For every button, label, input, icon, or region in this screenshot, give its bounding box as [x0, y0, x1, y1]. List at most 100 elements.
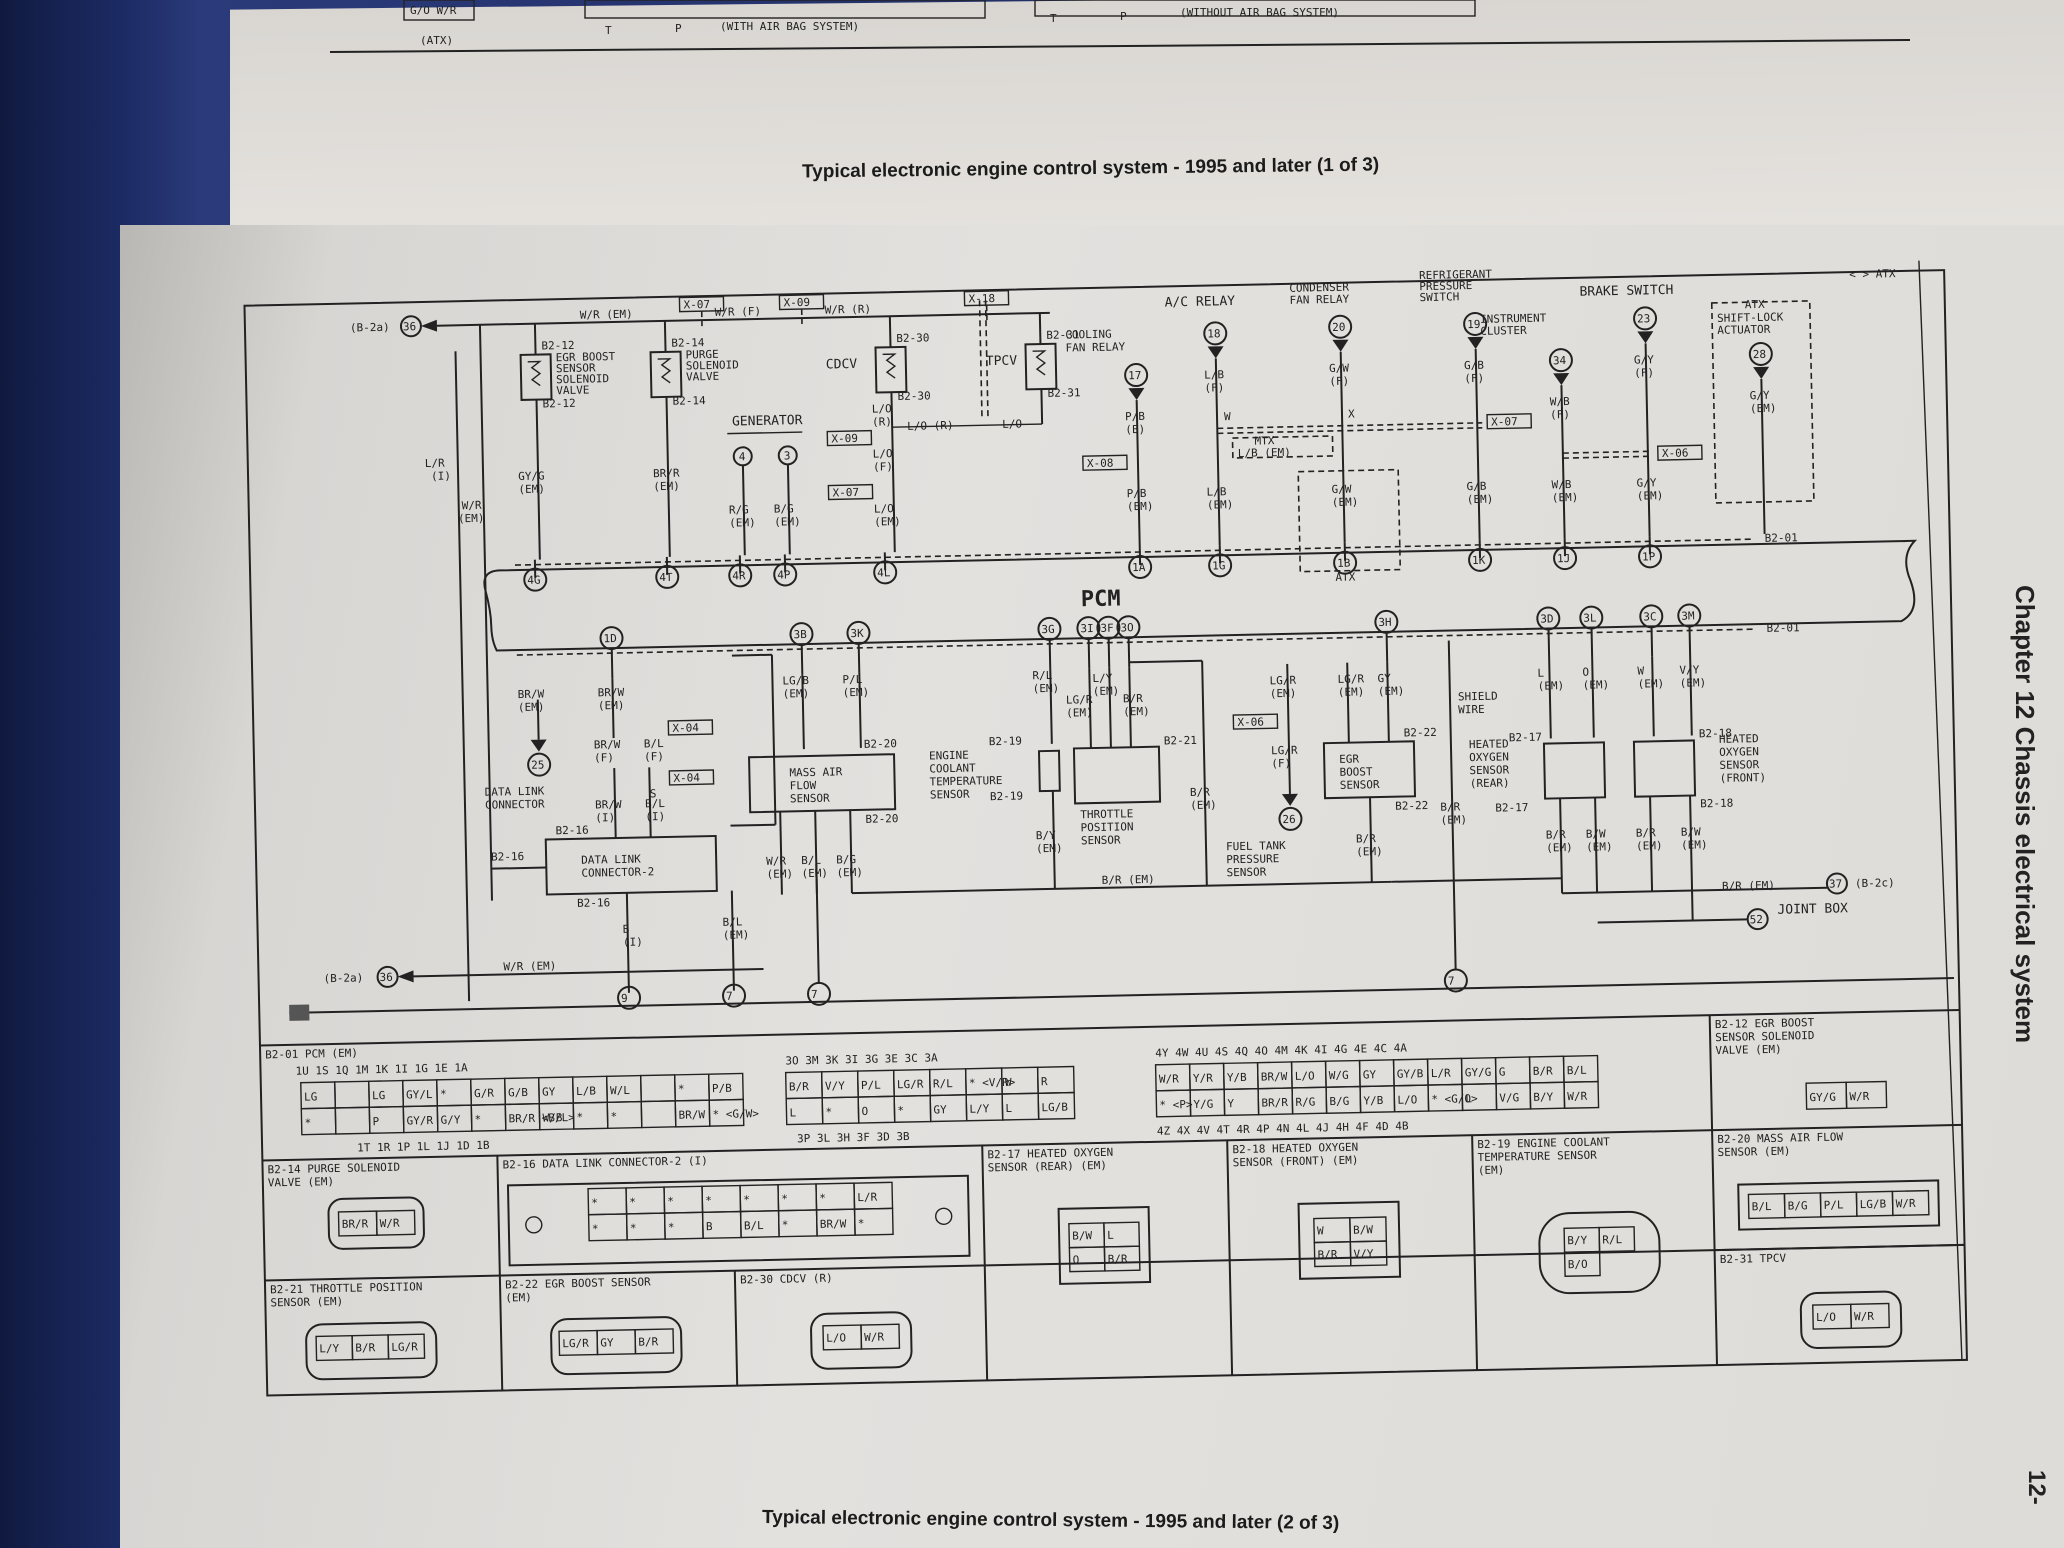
condenser-relay-wire: (F)	[1329, 375, 1349, 388]
joint-box-label: JOINT BOX	[1777, 901, 1848, 917]
maf-name: FLOW	[790, 779, 817, 793]
ho2s-rear-wire: (EM)	[1538, 679, 1565, 693]
brake-switch-wire: W/B	[1551, 478, 1572, 491]
pcm-right-pin: Y/B	[1227, 1071, 1248, 1084]
pcm-mid-pin: R	[1041, 1075, 1048, 1088]
cdcv-shell	[810, 1311, 913, 1370]
pcm-left-pin: *	[474, 1113, 481, 1126]
splice-box	[827, 483, 874, 501]
purge-wire: (EM)	[653, 480, 680, 494]
tps-conn: B2-21	[1164, 734, 1197, 748]
ftp-wire: (F)	[1271, 757, 1291, 770]
dlc2-pin: L/R	[857, 1191, 878, 1204]
tps-br-wire: (EM)	[1190, 798, 1217, 812]
pcm-right-pin: GY/G	[1465, 1066, 1492, 1080]
svg-text:(EM): (EM)	[729, 516, 756, 530]
brake-switch-2-wire: G/Y	[1634, 353, 1655, 366]
wire-lo: L/O	[1002, 417, 1022, 430]
cdcv-wire: L/O	[872, 402, 892, 415]
svg-text:CLUSTER: CLUSTER	[1480, 324, 1527, 338]
egr-sensor-shell	[550, 1316, 683, 1376]
svg-text:(EM): (EM)	[774, 515, 801, 529]
dlc2-wire: B/L	[722, 915, 743, 928]
maf-wire: (EM)	[801, 867, 828, 881]
brake-switch-2-wire: (F)	[1634, 366, 1654, 379]
maf-title: B2-20 MASS AIR FLOW	[1717, 1130, 1843, 1146]
splice-label: X-06	[1237, 715, 1264, 729]
pcm-pin-3I-label: 3I	[1080, 622, 1094, 635]
dlc-wire: (EM)	[518, 701, 545, 715]
pcm-mid-pins-bot: 3P 3L 3H 3F 3D 3B	[797, 1130, 910, 1145]
dlc-wire: BR/W	[518, 688, 545, 702]
svg-text:52: 52	[1750, 913, 1764, 926]
pcm-right-pin: B/L	[1567, 1064, 1588, 1077]
maf-title: SENSOR (EM)	[1717, 1145, 1790, 1160]
component-name: EGR BOOST	[556, 350, 616, 364]
pcm-left-pins-bot: 1T 1R 1P 1L 1J 1D 1B	[357, 1139, 490, 1155]
purge-pin: W/R	[380, 1217, 401, 1230]
pcm-left-pin: G/R	[474, 1087, 495, 1100]
shift-lock-wire: G/Y	[1750, 389, 1771, 402]
cdcv-wire: (F)	[873, 460, 893, 473]
maf-shell	[1737, 1179, 1941, 1231]
strip-box-label: G/O W/R	[410, 4, 457, 17]
strip-p1: P	[675, 22, 682, 35]
maf-wire: (EM)	[783, 687, 810, 701]
mtx-box	[1231, 435, 1334, 459]
tps-title: SENSOR (EM)	[270, 1295, 343, 1310]
br-far-wire: (EM)	[1440, 813, 1467, 827]
svg-text:R/G: R/G	[729, 503, 749, 516]
ect-cell	[1598, 1226, 1636, 1253]
pcm-mid-pin: R/L	[933, 1077, 954, 1090]
cdcv-wire: (R)	[872, 415, 892, 428]
dlc-terminal	[527, 752, 552, 777]
instrument-cluster-wire: (F)	[1464, 372, 1484, 385]
purge-cell	[375, 1209, 416, 1236]
egr-wire: GY/G	[518, 469, 545, 483]
ect-conn: B2-19	[989, 735, 1022, 749]
pcm-left-pin: *	[440, 1088, 447, 1101]
ho2s-front-conn: B2-18	[1699, 727, 1732, 741]
ftp-terminal	[1278, 806, 1303, 831]
component-name: SOLENOID	[556, 372, 609, 386]
svg-text:CONDENSER: CONDENSER	[1289, 281, 1349, 295]
pcm-left-pin: BR/R <B/L>	[508, 1111, 575, 1125]
dlc2-pin: *	[705, 1194, 712, 1207]
maf-wire: W/R	[766, 854, 787, 867]
cdcv-cell	[860, 1323, 901, 1350]
condenser-relay-wire: G/W	[1329, 362, 1350, 375]
maf-name: SENSOR	[790, 792, 830, 806]
dlc-wire: B/L	[645, 797, 666, 810]
svg-text:ATX: ATX	[1745, 298, 1766, 311]
tps-pin: L/Y	[319, 1342, 340, 1355]
pcm-pin-4L-label: 4L	[877, 566, 891, 579]
dlc-wire: (F)	[644, 750, 664, 763]
pcm-label: PCM	[1081, 586, 1121, 612]
shield-wire-label: WIRE	[1458, 703, 1485, 717]
dlc2-pin: B/L	[744, 1219, 765, 1232]
pcm-left-cell	[334, 1106, 371, 1135]
ect-name: SENSOR	[930, 788, 970, 802]
instrument-cluster-terminal	[1463, 311, 1488, 336]
pcm-right-pins-bot: 4Z 4X 4V 4T 4R 4P 4N 4L 4J 4H 4F 4D 4B	[1157, 1120, 1409, 1138]
brake-switch-wire: (EM)	[1552, 491, 1579, 505]
tpcv-pin: L/O	[1816, 1311, 1836, 1324]
pcm-pin-1K	[1468, 547, 1493, 572]
tps-wire: B/R	[1123, 692, 1144, 705]
splice-label: X-08	[1087, 457, 1114, 471]
dlc-wire: B/L	[644, 737, 665, 750]
dlc2-pin: *	[629, 1196, 636, 1209]
maf-wire: LG/B	[782, 674, 809, 688]
splice-label: X-06	[1662, 447, 1689, 461]
pcm-mid-pin: L	[1005, 1102, 1012, 1115]
svg-text:SHIFT-LOCK: SHIFT-LOCK	[1717, 310, 1784, 324]
pcm-pin-4L	[873, 560, 898, 585]
svg-text:SWITCH: SWITCH	[1419, 290, 1459, 304]
svg-text:B2-01: B2-01	[1766, 621, 1799, 635]
wire-wr-em-bottom: W/R (EM)	[503, 959, 556, 973]
dlc2-conn: B2-16	[555, 824, 588, 838]
egr-sensor-wire: (EM)	[1338, 685, 1365, 699]
ho2s-rear-wire: L	[1537, 667, 1544, 680]
